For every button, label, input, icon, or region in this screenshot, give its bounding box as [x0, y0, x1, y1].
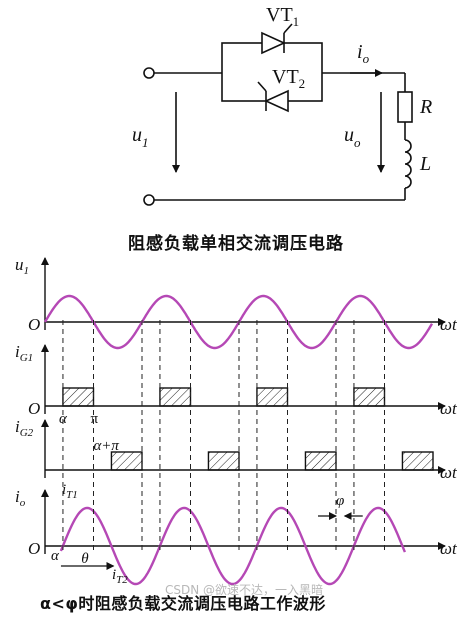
- ig2-alpha-pi-label: α+π: [93, 438, 119, 454]
- u1-time-axis-label: ωt: [440, 315, 458, 334]
- ig1-pulse: [62, 387, 95, 407]
- io-current-wave: [59, 506, 407, 586]
- caption-waveform-title: α<φ时阻感负载交流调压电路工作波形: [40, 594, 326, 613]
- label-vt2: VT2: [272, 66, 305, 91]
- label-vt1: VT1: [266, 4, 299, 29]
- thyristor-vt1: [261, 23, 293, 55]
- inductor-l: [404, 139, 412, 189]
- label-l: L: [419, 153, 431, 175]
- watermark: CSDN @欲速不达，一入黑暗: [165, 583, 324, 597]
- resistor-r: [397, 91, 413, 123]
- ig2-pulse: [207, 451, 240, 471]
- ig2-pulse: [401, 451, 434, 471]
- ig1-pulse: [256, 387, 289, 407]
- ig1-time-axis-label: ωt: [440, 399, 458, 418]
- ig1-origin: O: [28, 399, 40, 418]
- ig1-pulse: [353, 387, 386, 407]
- ig2-pulse: [304, 451, 337, 471]
- io-it2-label: iT2: [112, 567, 128, 586]
- label-r: R: [419, 96, 432, 118]
- io-axis-label: io: [15, 487, 26, 509]
- caption-circuit-title: 阻感负载单相交流调压电路: [128, 234, 344, 254]
- label-io: io: [357, 41, 370, 66]
- u1-origin: O: [28, 315, 40, 334]
- io-it1-label: iT1: [62, 482, 78, 501]
- u1-axis-label: u1: [15, 255, 29, 277]
- ig2-axis-label: iG2: [15, 417, 34, 439]
- io-time-axis-label: ωt: [440, 539, 458, 558]
- io-theta-label: θ: [81, 551, 89, 567]
- input-terminal-top: [143, 67, 155, 79]
- input-terminal-bottom: [143, 194, 155, 206]
- ig1-axis-label: iG1: [15, 342, 33, 364]
- label-u1: u1: [132, 124, 149, 150]
- ig2-pulse: [110, 451, 143, 471]
- ig2-time-axis-label: ωt: [440, 463, 458, 482]
- io-origin: O: [28, 539, 40, 558]
- io-phi-label: φ: [336, 493, 344, 509]
- ig1-pulse: [159, 387, 192, 407]
- io-alpha-label: α: [51, 548, 60, 564]
- circuit-schematic: [143, 23, 413, 206]
- thyristor-vt2: [257, 81, 289, 113]
- label-uo: uo: [344, 124, 361, 150]
- ig1-pi-label: π: [91, 411, 99, 427]
